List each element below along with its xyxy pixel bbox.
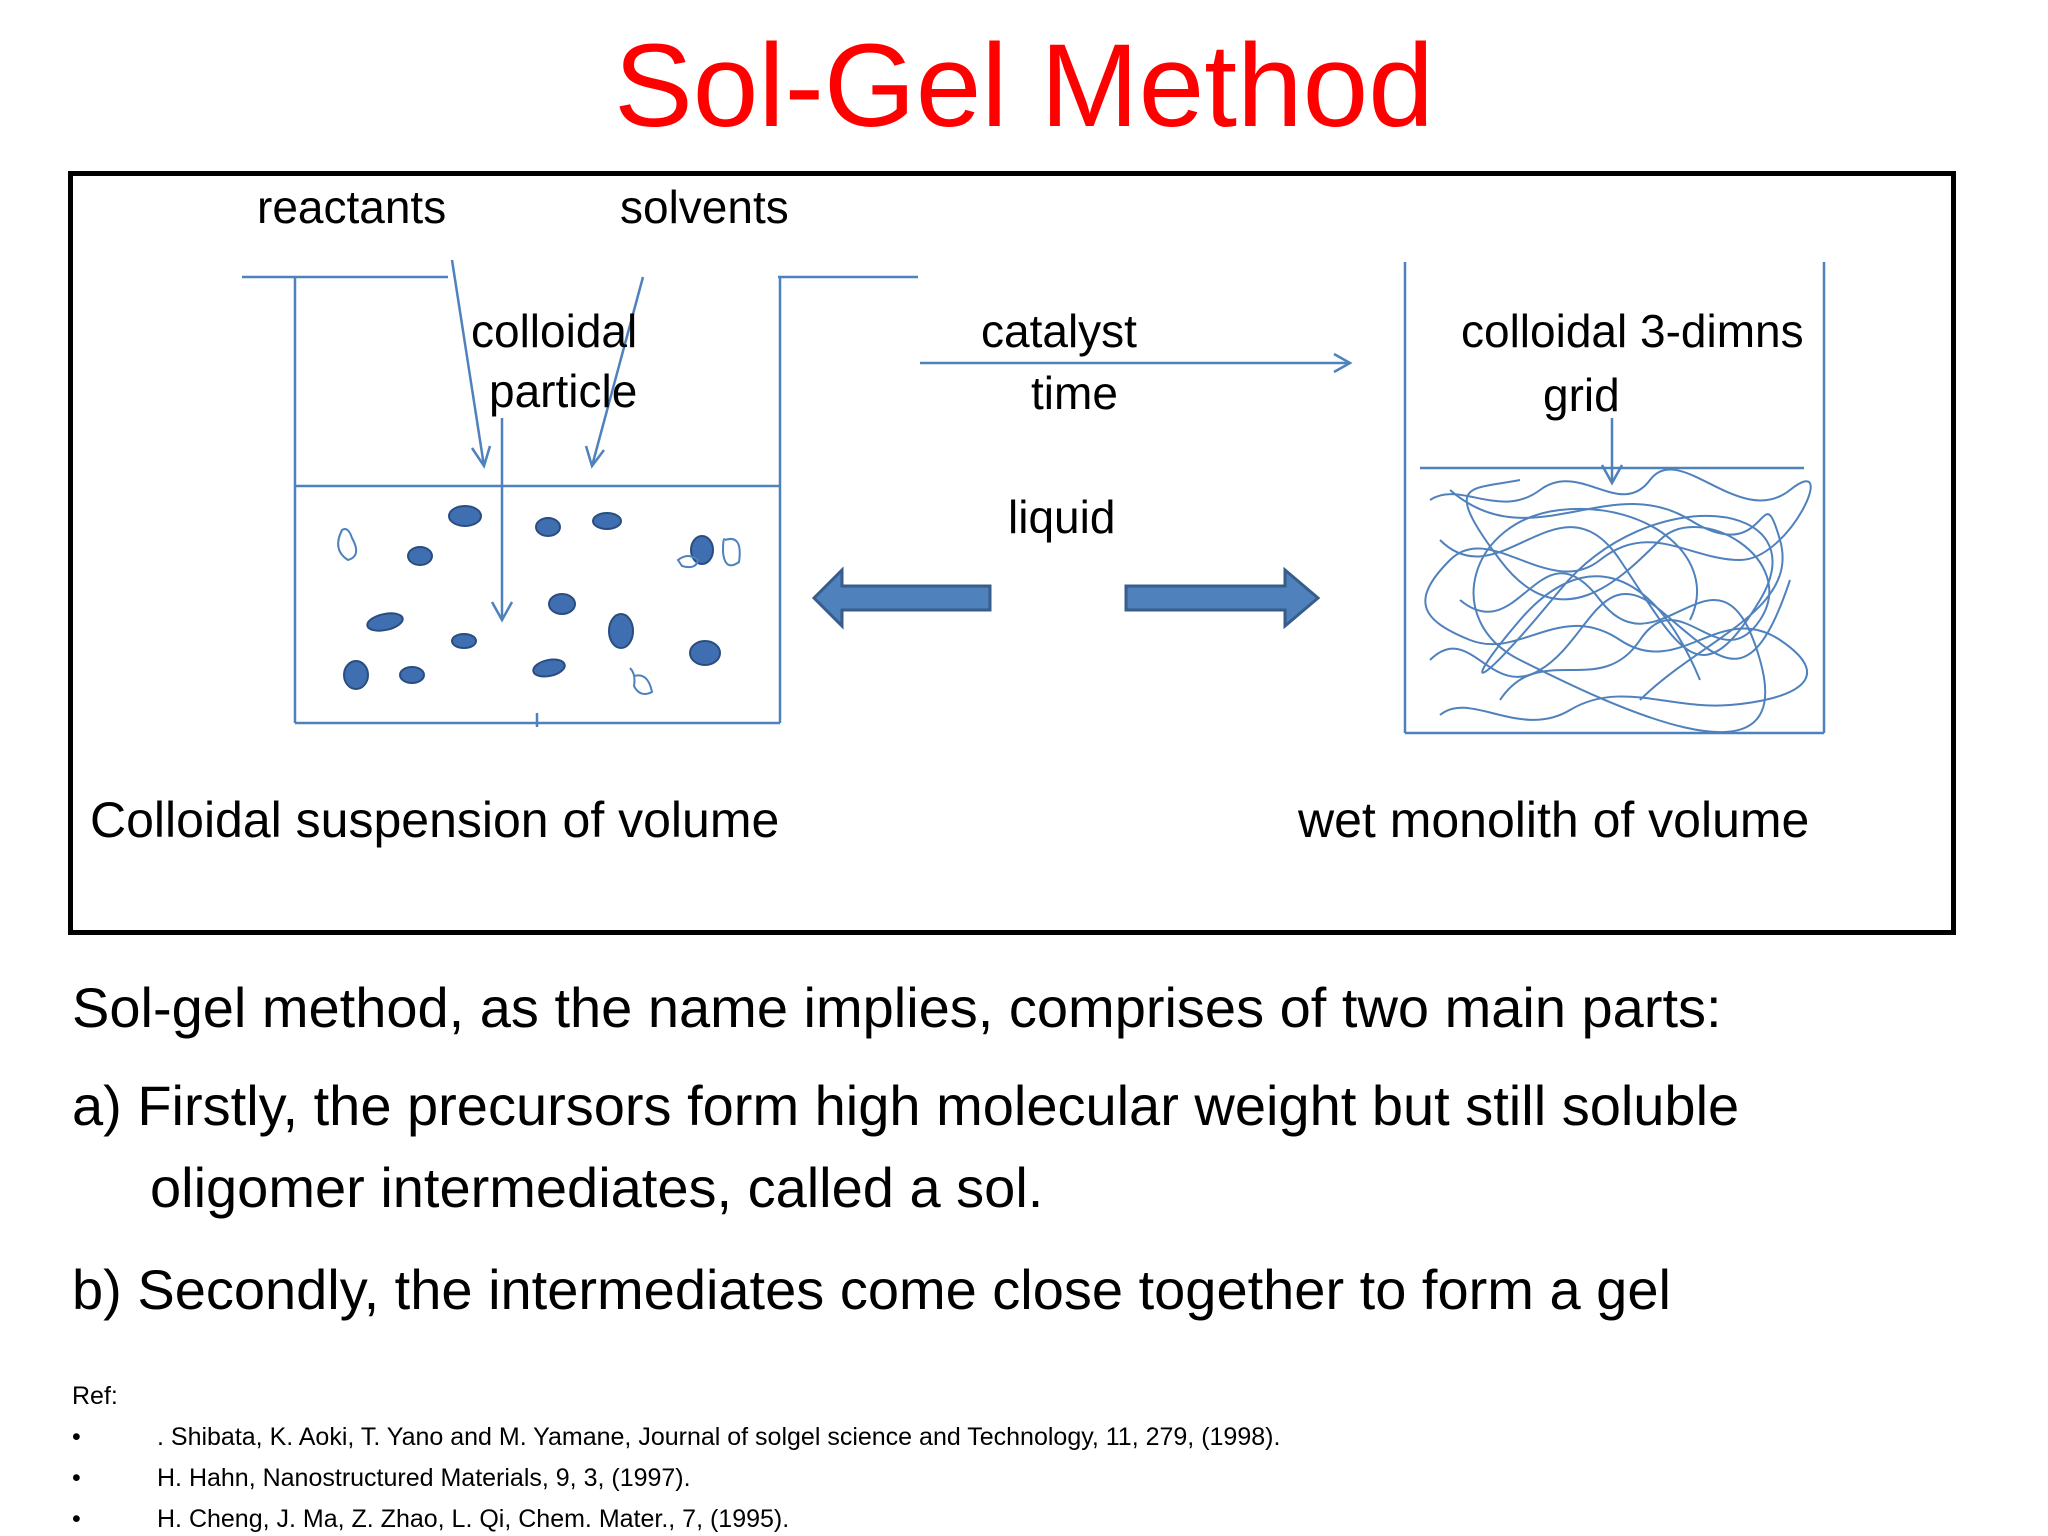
block-arrow-left [811, 566, 992, 630]
colloidal-particles [343, 505, 721, 690]
page-title: Sol-Gel Method [614, 20, 1434, 152]
caption-colloidal-suspension: Colloidal suspension of volume [90, 792, 780, 848]
reaction-arrow [920, 352, 1353, 374]
label-grid: grid [1543, 369, 1620, 421]
label-solvents: solvents [620, 181, 789, 233]
references-label: Ref: [72, 1382, 118, 1410]
reference-bullet: • [72, 1423, 81, 1451]
point-b: b) Secondly, the intermediates come clos… [72, 1258, 1671, 1321]
label-colloidal-3d: colloidal 3-dimns [1461, 305, 1804, 357]
intro-text: Sol-gel method, as the name implies, com… [72, 976, 1722, 1039]
reference-item: H. Hahn, Nanostructured Materials, 9, 3,… [157, 1464, 691, 1492]
label-liquid: liquid [1008, 491, 1116, 543]
label-time: time [1031, 367, 1118, 419]
block-arrows [811, 566, 1321, 630]
caption-wet-monolith: wet monolith of volume [1298, 792, 1810, 848]
inflow-arrows [450, 259, 645, 623]
point-a-line1: a) Firstly, the precursors form high mol… [72, 1074, 1740, 1137]
block-arrow-right [1124, 566, 1321, 630]
point-a-line2: oligomer intermediates, called a sol. [150, 1156, 1044, 1219]
label-colloidal: colloidal [471, 305, 638, 357]
label-particle: particle [489, 365, 638, 417]
right-beaker [1403, 262, 1826, 735]
particle-outlines [337, 528, 741, 695]
reference-item: . Shibata, K. Aoki, T. Yano and M. Yaman… [157, 1423, 1281, 1451]
reference-bullet: • [72, 1464, 81, 1492]
left-beaker [242, 275, 918, 727]
reference-item: H. Cheng, J. Ma, Z. Zhao, L. Qi, Chem. M… [157, 1505, 790, 1533]
reference-bullet: • [72, 1505, 81, 1533]
label-reactants: reactants [257, 181, 447, 233]
diagram-frame [68, 171, 1956, 935]
gel-network [1424, 468, 1812, 733]
label-catalyst: catalyst [981, 305, 1137, 357]
